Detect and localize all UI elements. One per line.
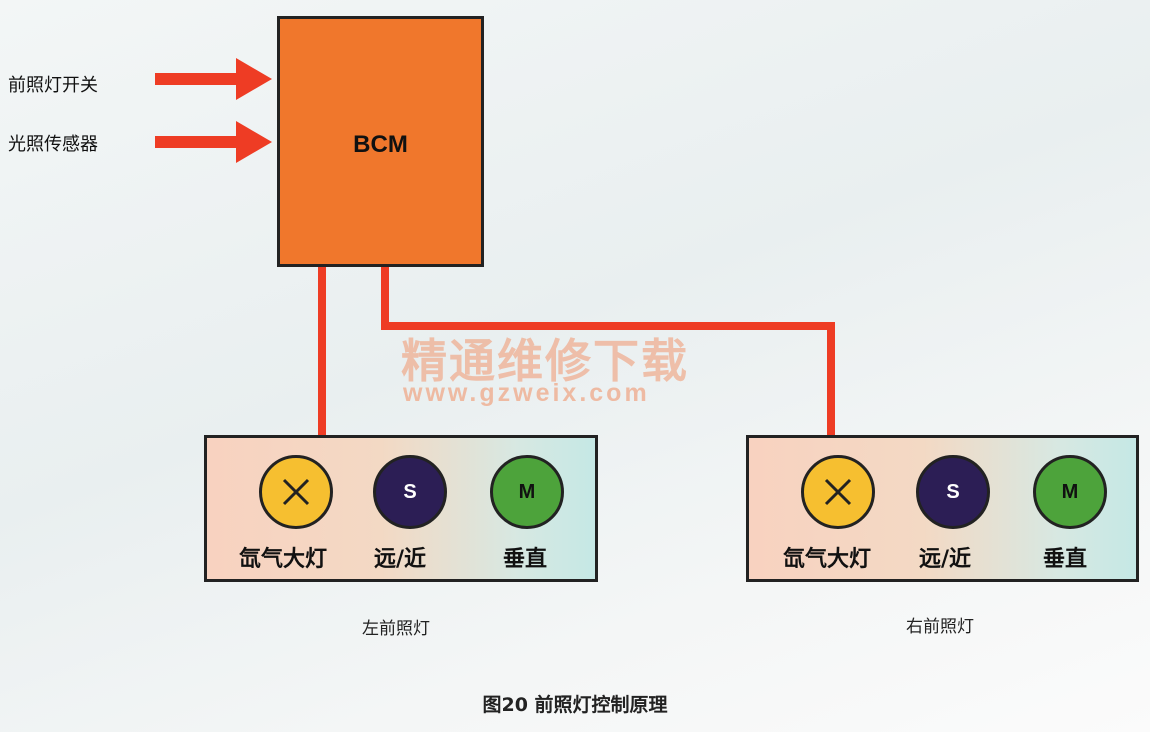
input-arrow-headlight-switch (155, 58, 272, 100)
input-arrow-light-sensor (155, 121, 272, 163)
figure-caption: 图20 前照灯控制原理 (482, 694, 668, 716)
motor-icon: M (490, 455, 564, 529)
beam-label: 远/近 (374, 547, 427, 572)
watermark-url: www.gzweix.com (403, 379, 650, 407)
right-headlamp-title: 右前照灯 (906, 617, 974, 637)
motor-icon: M (1033, 455, 1107, 529)
beam-label: 远/近 (919, 547, 972, 572)
left-headlamp-box: S M 氙气大灯 远/近 垂直 (204, 435, 598, 582)
xenon-lamp-icon (801, 455, 875, 529)
leveling-label: 垂直 (503, 547, 548, 572)
bcm-module: BCM (277, 16, 484, 267)
solenoid-icon: S (916, 455, 990, 529)
xenon-label: 氙气大灯 (239, 547, 328, 572)
wire-bcm-right-lamp (381, 267, 835, 438)
x-mark-icon (282, 478, 310, 506)
watermark-text: 精通维修下载 (401, 334, 689, 388)
input-label-headlight-switch: 前照灯开关 (8, 75, 98, 96)
bcm-label: BCM (353, 131, 408, 158)
left-headlamp-title: 左前照灯 (362, 619, 430, 639)
x-mark-icon (824, 478, 852, 506)
right-headlamp-box: S M 氙气大灯 远/近 垂直 (746, 435, 1139, 582)
leveling-label: 垂直 (1043, 547, 1088, 572)
input-label-light-sensor: 光照传感器 (8, 134, 98, 155)
xenon-lamp-icon (259, 455, 333, 529)
solenoid-icon: S (373, 455, 447, 529)
xenon-label: 氙气大灯 (783, 547, 872, 572)
